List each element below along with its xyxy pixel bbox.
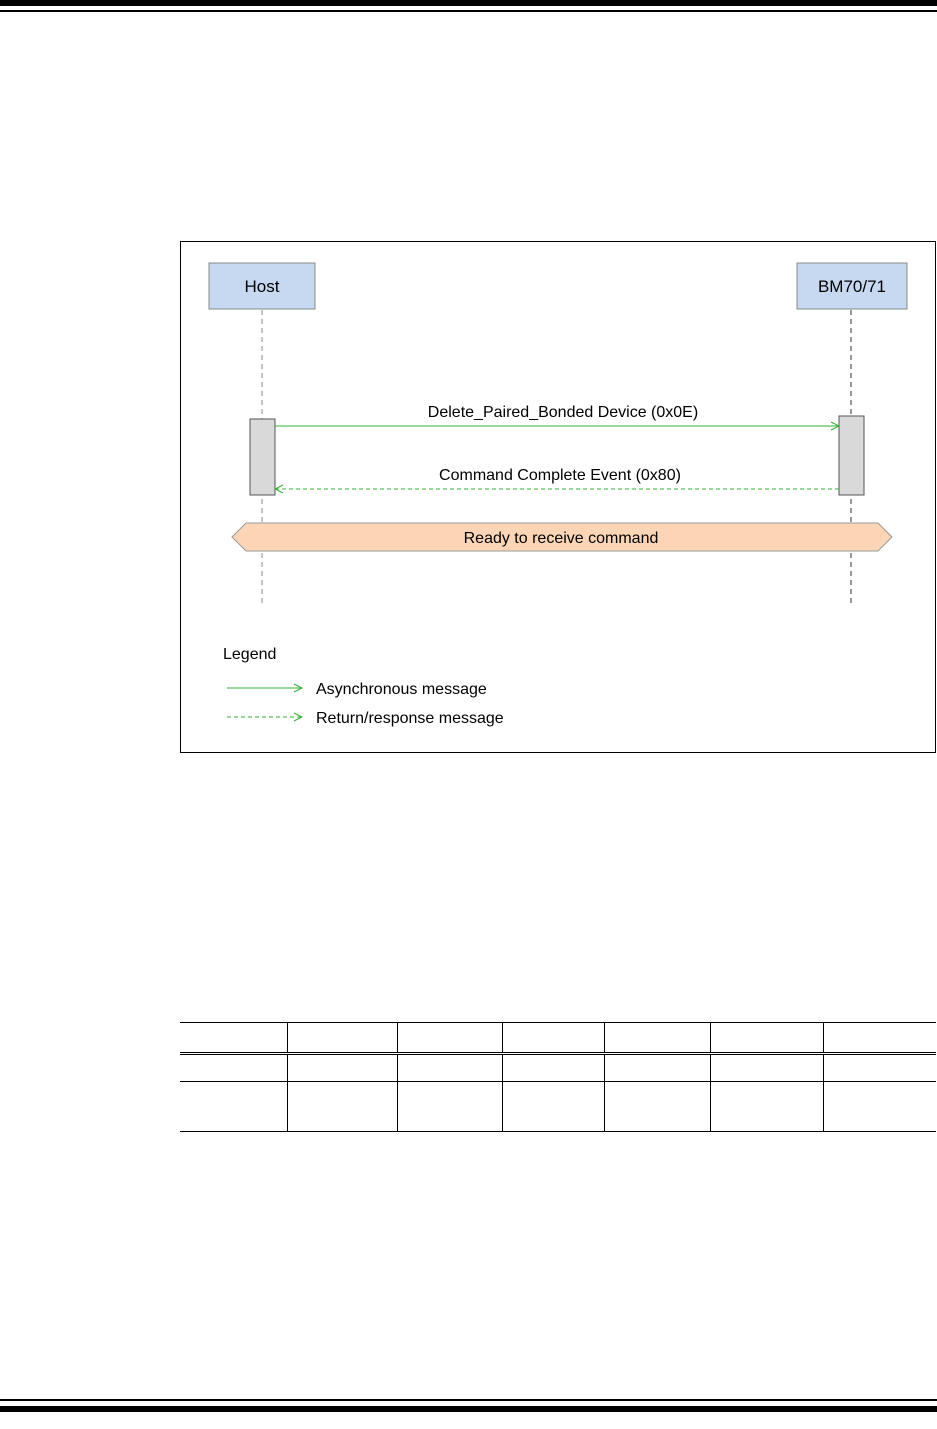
table-cell [822,1053,936,1082]
table-cell [709,1053,824,1082]
legend-asynchronous-label: Asynchronous message [316,681,487,698]
message-delete-paired-label: Delete_Paired_Bonded Device (0x0E) [428,404,698,421]
table-row [180,1053,936,1082]
parameter-table [180,1022,936,1132]
host-activation-bar [249,418,276,496]
parameter-table-grid [180,1022,936,1132]
table-cell [603,1053,711,1082]
table-header-cell [709,1022,824,1054]
table-header-cell [603,1022,711,1054]
table-cell [822,1081,936,1132]
ready-state-banner [231,522,893,552]
message-command-complete-label: Command Complete Event (0x80) [439,467,681,484]
bottom-rule-thick [0,1406,937,1412]
table-cell [396,1053,503,1082]
table-header-cell [396,1022,503,1054]
table-header-cell [822,1022,936,1054]
legend-title: Legend [223,646,276,663]
table-cell [286,1081,398,1132]
ready-state-label: Ready to receive command [464,530,659,547]
host-participant-box [208,262,316,310]
table-cell [501,1053,605,1082]
device-participant-label: BM70/71 [818,277,886,296]
table-row [180,1081,936,1132]
table-header-cell [286,1022,398,1054]
host-participant-label: Host [245,277,280,296]
sequence-diagram-canvas: Host BM70/71 Delete_Paired_Bonded Device… [208,262,908,727]
table-cell [396,1081,503,1132]
table-cell [180,1081,288,1132]
table-cell [603,1081,711,1132]
table-cell [180,1053,288,1082]
table-cell [501,1081,605,1132]
legend-return-label: Return/response message [316,710,504,727]
table-header-row [180,1022,936,1054]
device-participant-box [796,262,908,310]
table-cell [709,1081,824,1132]
table-header-cell [501,1022,605,1054]
sequence-diagram: Host BM70/71 Delete_Paired_Bonded Device… [180,241,936,753]
table-cell [286,1053,398,1082]
top-rule-thick [0,0,937,6]
bottom-rule-thin [0,1399,937,1401]
device-activation-bar [838,415,865,496]
table-header-cell [180,1022,288,1054]
top-rule-thin [0,10,937,12]
